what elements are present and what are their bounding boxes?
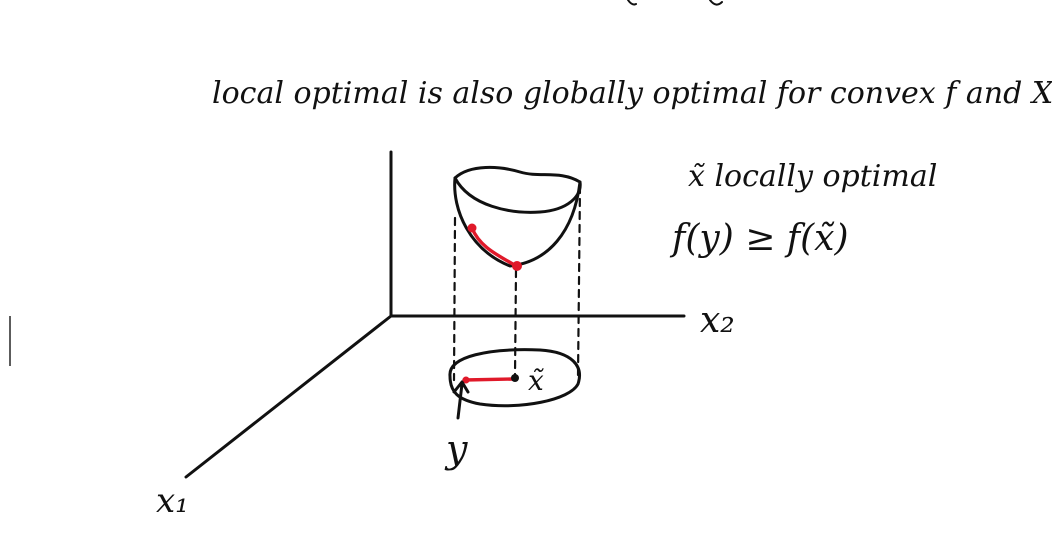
heading-text: local optimal is also globally optimal f… — [212, 76, 1052, 111]
point-f-y — [467, 223, 477, 233]
bowl-rim — [453, 165, 582, 214]
function-segment — [470, 226, 518, 268]
point-y-label: y — [444, 427, 468, 471]
point-y — [462, 376, 470, 384]
axis-x1 — [184, 314, 393, 479]
projection-lines — [452, 184, 582, 382]
projection-right — [576, 184, 582, 378]
cropped-ink-top — [627, 0, 723, 6]
note-locally-optimal: x̃ locally optimal — [688, 159, 937, 194]
bowl-body — [453, 176, 582, 268]
function-bowl — [453, 165, 582, 268]
axis-x2-label: x₂ — [700, 300, 735, 341]
point-x-tilde — [511, 374, 519, 382]
domain-segment — [462, 377, 516, 382]
point-x-tilde-label: x̃ — [528, 364, 544, 397]
projection-left — [452, 216, 457, 382]
point-f-x-tilde — [512, 261, 522, 271]
note-inequality: f(y) ≥ f(x̃) — [669, 218, 849, 259]
projection-center — [513, 268, 518, 378]
arrow-to-y — [452, 380, 470, 420]
axes — [184, 150, 686, 479]
axis-x1-label: x₁ — [156, 481, 189, 521]
domain-set-x — [448, 348, 581, 408]
